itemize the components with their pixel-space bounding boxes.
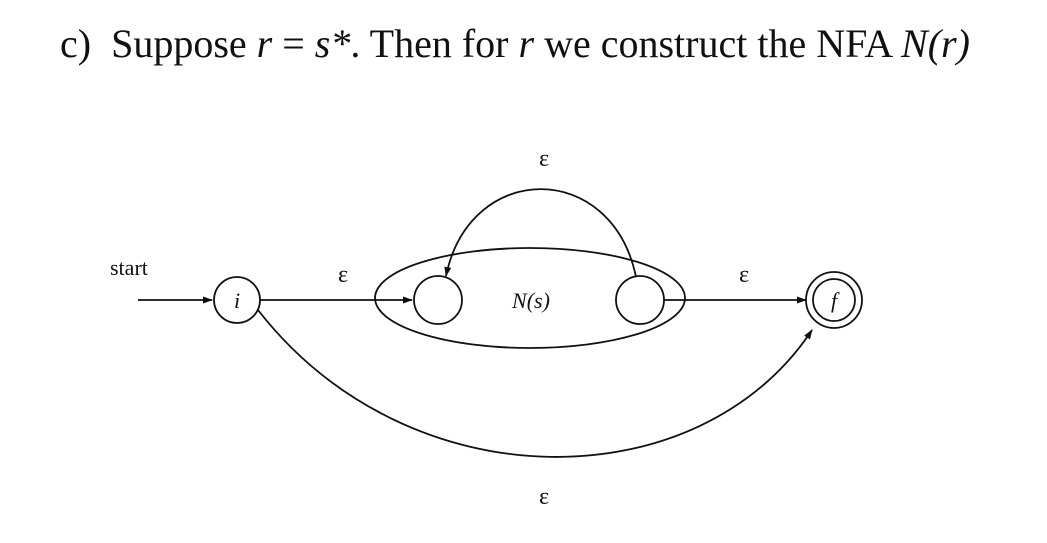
part-label: c) (60, 21, 92, 66)
heading-text-2: . Then for (350, 21, 509, 66)
state-i-label: i (234, 288, 240, 313)
epsilon-into-inner-label: ε (338, 262, 348, 288)
edge-bypass (257, 309, 813, 458)
state-i (213, 276, 261, 324)
equals-sign: = (282, 21, 305, 66)
epsilon-loop-back-label: ε (539, 146, 549, 172)
epsilon-out-label: ε (739, 262, 749, 288)
edge-loop-back (444, 188, 637, 278)
var-r: r (256, 21, 273, 66)
state-f-label: f (831, 288, 840, 313)
state-f-outer (805, 271, 863, 329)
state-f-inner (812, 278, 856, 322)
s-star: s* (314, 21, 351, 66)
start-label: start (110, 255, 148, 280)
heading-text-3: we construct the NFA (544, 21, 892, 66)
state-inner-final (615, 275, 665, 325)
inner-nfa-label: N(s) (511, 288, 550, 313)
heading-text-1: Suppose (111, 21, 247, 66)
epsilon-bypass-label: ε (539, 484, 549, 510)
state-inner-start (413, 275, 463, 325)
heading: c) Suppose r = s*. Then for r we constru… (60, 20, 970, 67)
var-r-2: r (518, 21, 535, 66)
nfa-name: N(r) (901, 21, 970, 66)
inner-nfa-ellipse (374, 247, 686, 349)
